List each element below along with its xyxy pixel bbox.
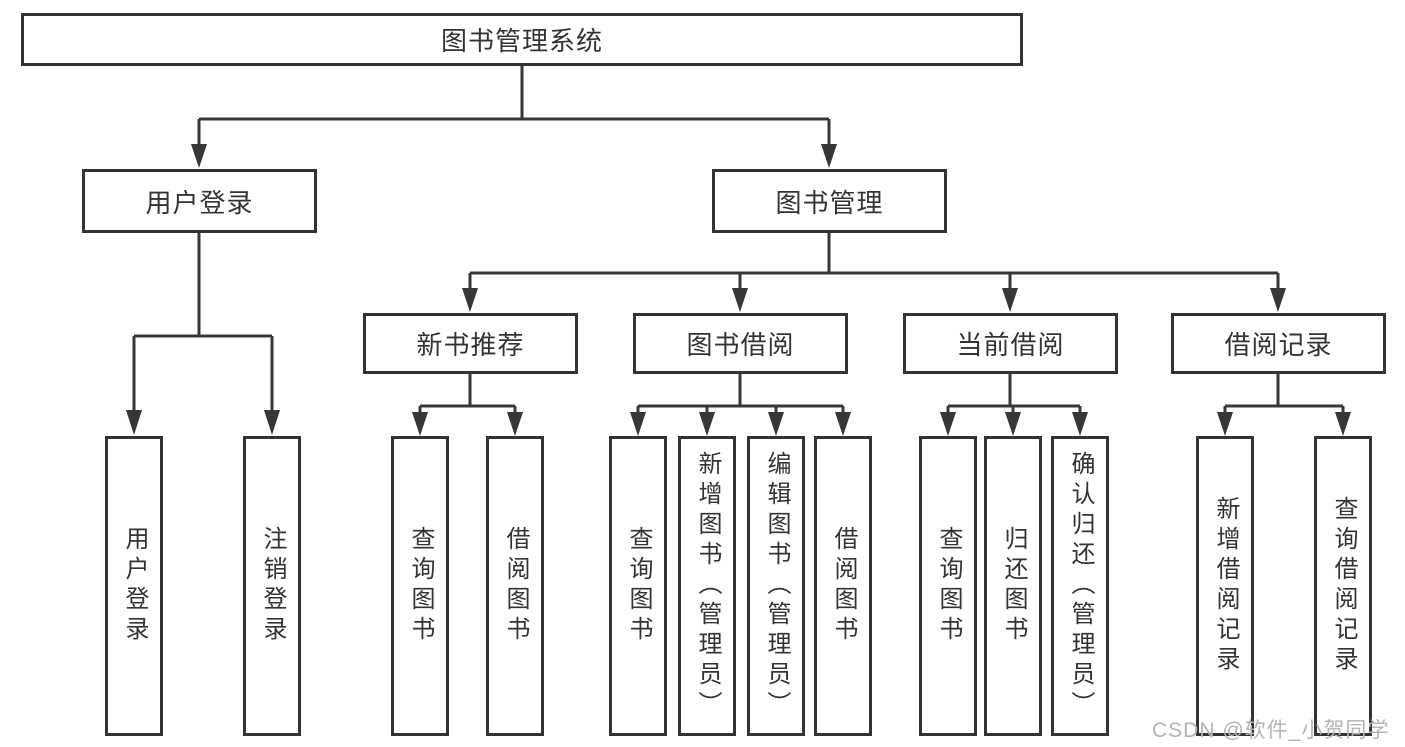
arrowheads-recommend-children xyxy=(412,412,523,436)
connector-current-children xyxy=(946,374,1082,414)
arrowheads-records-children xyxy=(1217,412,1351,436)
node-library-system: 图书管理系统 xyxy=(21,13,1023,66)
node-borrowing-records: 借阅记录 xyxy=(1171,313,1386,374)
node-current-borrowing: 当前借阅 xyxy=(903,313,1118,374)
node-leaf-query-books-recommend: 查询图书 xyxy=(391,436,449,736)
node-leaf-borrow-books-recommend: 借阅图书 xyxy=(486,436,544,736)
node-new-book-recommend: 新书推荐 xyxy=(363,313,578,374)
connector-borrowing-children xyxy=(636,374,845,414)
connector-root-to-level2 xyxy=(197,66,831,146)
csdn-watermark: CSDN @软件_小贺同学 xyxy=(1152,719,1390,742)
connector-user-login-children xyxy=(132,233,274,412)
node-leaf-user-login: 用户登录 xyxy=(105,436,163,736)
connector-recommend-children xyxy=(418,374,517,414)
node-user-login: 用户登录 xyxy=(82,169,317,233)
node-book-borrowing: 图书借阅 xyxy=(633,313,848,374)
node-leaf-query-books-borrowing: 查询图书 xyxy=(609,436,667,736)
arrowheads-level3 xyxy=(462,288,1286,312)
node-book-management: 图书管理 xyxy=(712,169,947,233)
connector-book-management-level3 xyxy=(468,233,1280,290)
node-leaf-add-borrow-record: 新增借阅记录 xyxy=(1196,436,1254,736)
node-leaf-logout: 注销登录 xyxy=(243,436,301,736)
node-leaf-confirm-return-admin: 确认归还（管理员） xyxy=(1051,436,1109,736)
node-leaf-query-borrow-record: 查询借阅记录 xyxy=(1314,436,1372,736)
arrowheads-current-children xyxy=(940,412,1088,436)
connector-records-children xyxy=(1223,374,1345,414)
arrowheads-user-login-children xyxy=(126,410,280,435)
node-leaf-borrow-books-borrowing: 借阅图书 xyxy=(814,436,872,736)
node-leaf-add-books-admin: 新增图书（管理员） xyxy=(678,436,736,736)
node-leaf-query-books-current: 查询图书 xyxy=(919,436,977,736)
node-leaf-edit-books-admin: 编辑图书（管理员） xyxy=(747,436,805,736)
arrowheads-borrowing-children xyxy=(630,412,851,436)
arrowheads-level2 xyxy=(191,144,837,168)
node-leaf-return-books: 归还图书 xyxy=(984,436,1042,736)
